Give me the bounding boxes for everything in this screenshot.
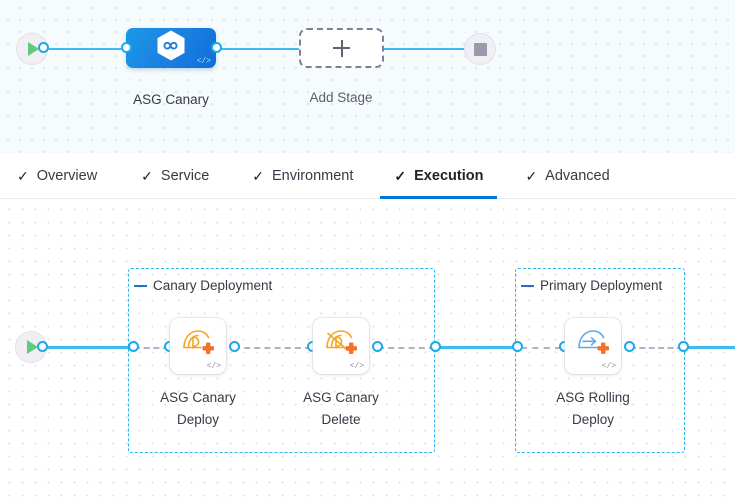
connector-step3-to-group2-out	[630, 347, 683, 349]
collapse-dash-icon[interactable]	[521, 284, 534, 287]
tab-overview[interactable]: ✓ Overview	[17, 153, 97, 199]
stage-tab-bar[interactable]: ✓ Overview ✓ Service ✓ Environment ✓ Exe…	[0, 153, 735, 199]
connector-primary-group-exit	[688, 346, 735, 349]
connector-start-to-stage	[43, 47, 131, 50]
group-canary-input-port[interactable]	[128, 341, 139, 352]
group-title-primary-deployment[interactable]: Primary Deployment	[521, 278, 662, 293]
group-title-canary-deployment[interactable]: Canary Deployment	[134, 278, 272, 293]
check-icon: ✓	[525, 167, 538, 184]
group-title-primary-label: Primary Deployment	[540, 278, 663, 293]
group-title-canary-label: Canary Deployment	[153, 278, 273, 293]
tab-service-label: Service	[160, 167, 210, 184]
tab-overview-label: Overview	[36, 167, 98, 184]
asg-rolling-deploy-icon	[574, 325, 612, 364]
step-label-asg-canary-deploy: ASG Canary Deploy	[128, 387, 268, 431]
connector-stage-to-addstage	[216, 47, 306, 50]
group-canary-output-port[interactable]	[430, 341, 441, 352]
tab-advanced[interactable]: ✓ Advanced	[525, 153, 609, 199]
connector-group-in-to-step1	[134, 347, 169, 349]
step-label-line1: ASG Rolling	[556, 390, 630, 405]
connector-step2-to-group-out	[378, 347, 435, 349]
check-icon: ✓	[17, 167, 29, 184]
stage-canvas[interactable]: </> ASG Canary Add Stage	[0, 0, 735, 153]
tab-environment[interactable]: ✓ Environment	[252, 153, 353, 199]
step-label-line2: Deploy	[176, 412, 220, 427]
connector-dot-start[interactable]	[38, 42, 49, 53]
connector-group2-in-to-step3	[521, 347, 561, 349]
connector-dot-exec-start[interactable]	[37, 341, 48, 352]
connector-addstage-to-end	[384, 47, 470, 50]
connector-step1-to-step2	[234, 347, 311, 349]
execution-canvas[interactable]: Canary Deployment	[0, 199, 735, 501]
step-label-line1: ASG Canary	[160, 390, 236, 405]
plus-icon	[333, 39, 350, 57]
stop-square-icon	[473, 42, 487, 56]
stage-input-port[interactable]	[121, 42, 132, 53]
asg-canary-deploy-icon	[179, 325, 217, 364]
pipeline-end-node[interactable]	[464, 33, 496, 65]
step-code-icon[interactable]: </>	[601, 362, 616, 371]
step-label-asg-canary-delete: ASG Canary Delete	[271, 387, 411, 431]
group-canary-deployment[interactable]	[128, 268, 435, 453]
step-asg-canary-delete-output-port[interactable]	[372, 341, 383, 352]
check-icon: ✓	[141, 167, 153, 184]
step-label-line2: Delete	[321, 412, 361, 427]
tab-environment-label: Environment	[272, 167, 354, 184]
step-asg-rolling-deploy-output-port[interactable]	[624, 341, 635, 352]
add-stage-button[interactable]	[299, 28, 384, 68]
play-icon	[27, 340, 38, 354]
step-label-line1: ASG Canary	[303, 390, 379, 405]
connector-execstart-to-canary-group	[42, 346, 130, 349]
step-code-icon[interactable]: </>	[349, 362, 364, 371]
step-code-icon[interactable]: </>	[206, 362, 221, 371]
step-label-line2: Deploy	[571, 412, 615, 427]
step-node-asg-canary-deploy[interactable]: </>	[170, 318, 226, 374]
stage-label: ASG Canary	[133, 92, 209, 107]
group-primary-input-port[interactable]	[512, 341, 523, 352]
tab-execution[interactable]: ✓ Execution	[380, 153, 498, 199]
step-node-asg-rolling-deploy[interactable]: </>	[565, 318, 621, 374]
step-node-asg-canary-delete[interactable]: </>	[313, 318, 369, 374]
stage-output-port[interactable]	[211, 42, 222, 53]
tab-service[interactable]: ✓ Service	[141, 153, 209, 199]
group-primary-output-port[interactable]	[678, 341, 689, 352]
tab-execution-label: Execution	[414, 167, 484, 184]
group-primary-deployment[interactable]	[515, 268, 685, 453]
collapse-dash-icon[interactable]	[134, 284, 147, 287]
connector-canary-to-primary-group	[437, 346, 519, 349]
step-asg-canary-deploy-output-port[interactable]	[229, 341, 240, 352]
play-icon	[28, 42, 39, 56]
stage-code-icon[interactable]: </>	[196, 57, 211, 66]
stage-node-asg-canary[interactable]: </>	[126, 28, 216, 68]
harness-hexagon-infinity-icon	[156, 30, 186, 67]
check-icon: ✓	[252, 167, 264, 184]
add-stage-label: Add Stage	[309, 90, 373, 105]
step-label-asg-rolling-deploy: ASG Rolling Deploy	[523, 387, 663, 431]
tab-advanced-label: Advanced	[545, 167, 610, 184]
check-icon: ✓	[394, 167, 407, 184]
asg-canary-delete-icon	[322, 325, 360, 364]
